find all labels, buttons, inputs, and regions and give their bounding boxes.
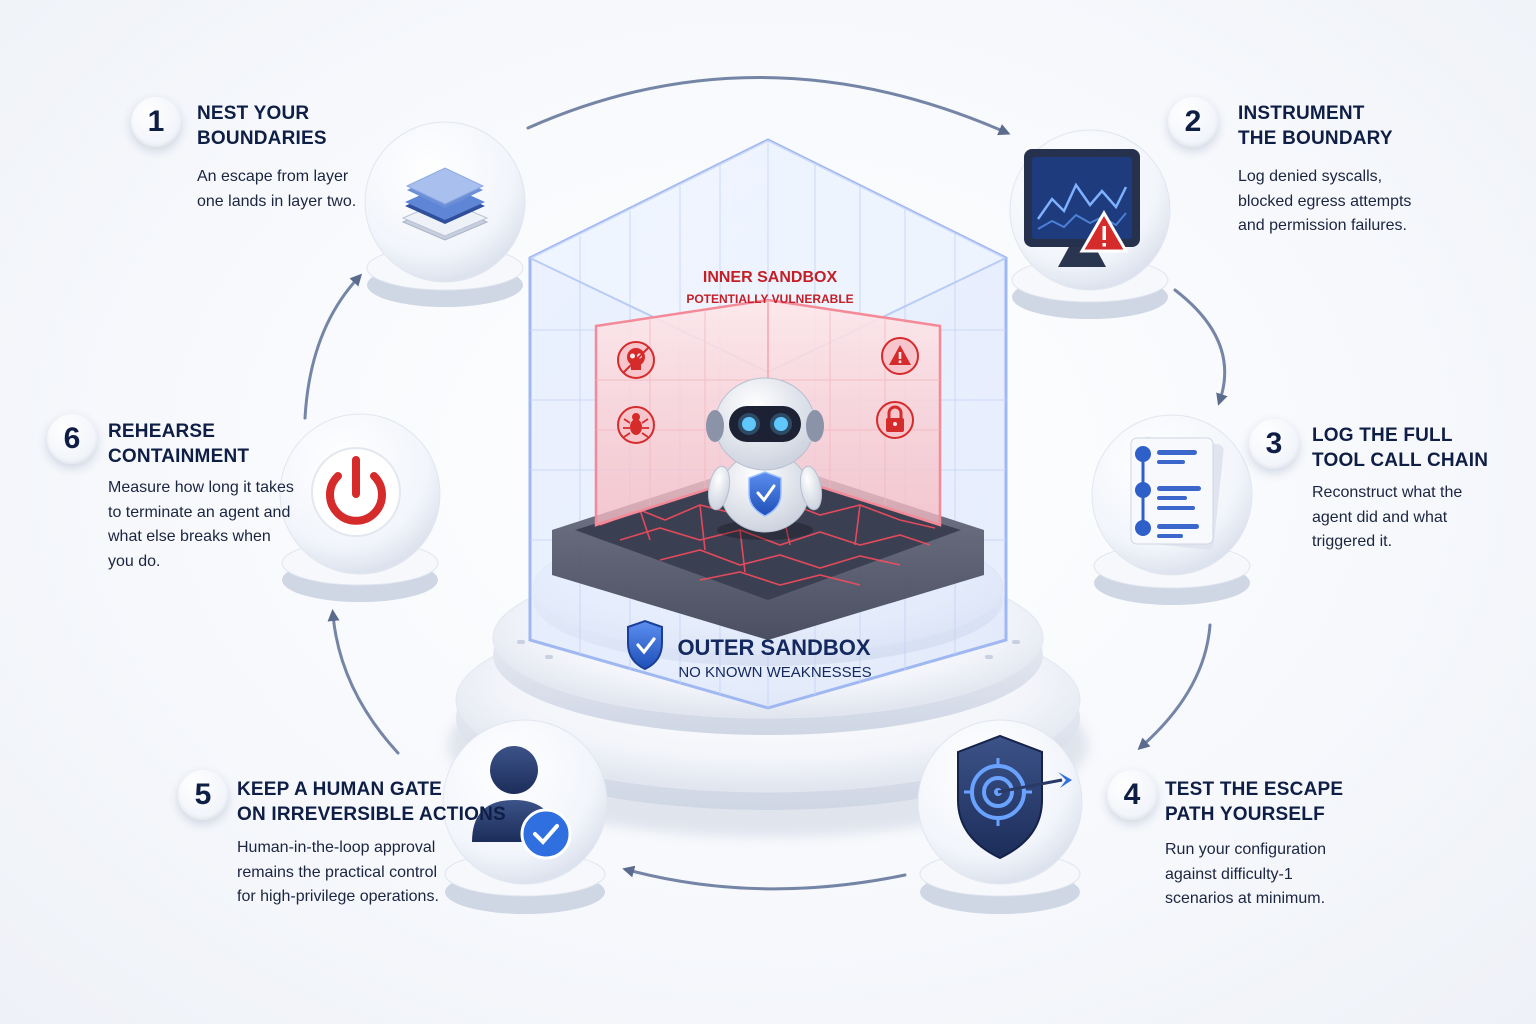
step-number: 2 — [1168, 97, 1218, 147]
shield-check-icon — [627, 619, 663, 671]
step-title: TEST THE ESCAPE PATH YOURSELF — [1165, 779, 1344, 825]
outer-sandbox-title: OUTER SANDBOX — [677, 635, 870, 660]
step-description: Human-in-the-loop approval remains the p… — [237, 839, 439, 905]
skull-icon — [617, 341, 655, 379]
monitor-alert-icon — [1024, 149, 1140, 267]
padlock-icon — [876, 401, 914, 439]
arrow-3-to-4 — [1137, 623, 1212, 750]
step-title: INSTRUMENT THE BOUNDARY — [1238, 103, 1393, 149]
inner-sandbox-subtitle: POTENTIALLY VULNERABLE — [686, 292, 853, 306]
power-icon — [311, 447, 401, 537]
step-title: LOG THE FULL TOOL CALL CHAIN — [1312, 425, 1489, 471]
step-description: Measure how long it takes to terminate a… — [108, 479, 294, 570]
bug-icon — [617, 406, 655, 444]
step-number: 5 — [178, 770, 228, 820]
arrow-4-to-5 — [622, 865, 907, 891]
arrow-1-to-2 — [526, 76, 1011, 136]
step-description: An escape from layer one lands in layer … — [197, 168, 357, 210]
cycle-arrows — [303, 76, 1228, 891]
shield-target-icon — [957, 734, 1072, 860]
robot-icon — [706, 377, 824, 540]
arrow-5-to-6 — [327, 609, 400, 755]
step-description: Reconstruct what the agent did and what … — [1312, 484, 1463, 550]
outer-sandbox-subtitle: NO KNOWN WEAKNESSES — [678, 664, 871, 681]
bubble-step-1 — [364, 121, 526, 307]
step-number: 4 — [1107, 770, 1157, 820]
step-number: 3 — [1249, 419, 1299, 469]
step-title: REHEARSE CONTAINMENT — [108, 421, 250, 467]
user-check-icon — [472, 746, 572, 860]
arrow-2-to-3 — [1173, 288, 1228, 406]
step-number: 1 — [131, 97, 181, 147]
step-description: Log denied syscalls, blocked egress atte… — [1238, 168, 1412, 234]
step-description: Run your configuration against difficult… — [1165, 841, 1326, 907]
chain-list-icon — [1130, 436, 1224, 550]
step-title: NEST YOUR BOUNDARIES — [197, 103, 327, 149]
inner-sandbox-title: INNER SANDBOX — [703, 269, 838, 286]
step-number: 6 — [47, 414, 97, 464]
layers-icon — [401, 167, 489, 241]
warning-icon — [881, 337, 919, 375]
step-title: KEEP A HUMAN GATE ON IRREVERSIBLE ACTION… — [237, 779, 506, 825]
arrow-6-to-1 — [303, 273, 363, 420]
